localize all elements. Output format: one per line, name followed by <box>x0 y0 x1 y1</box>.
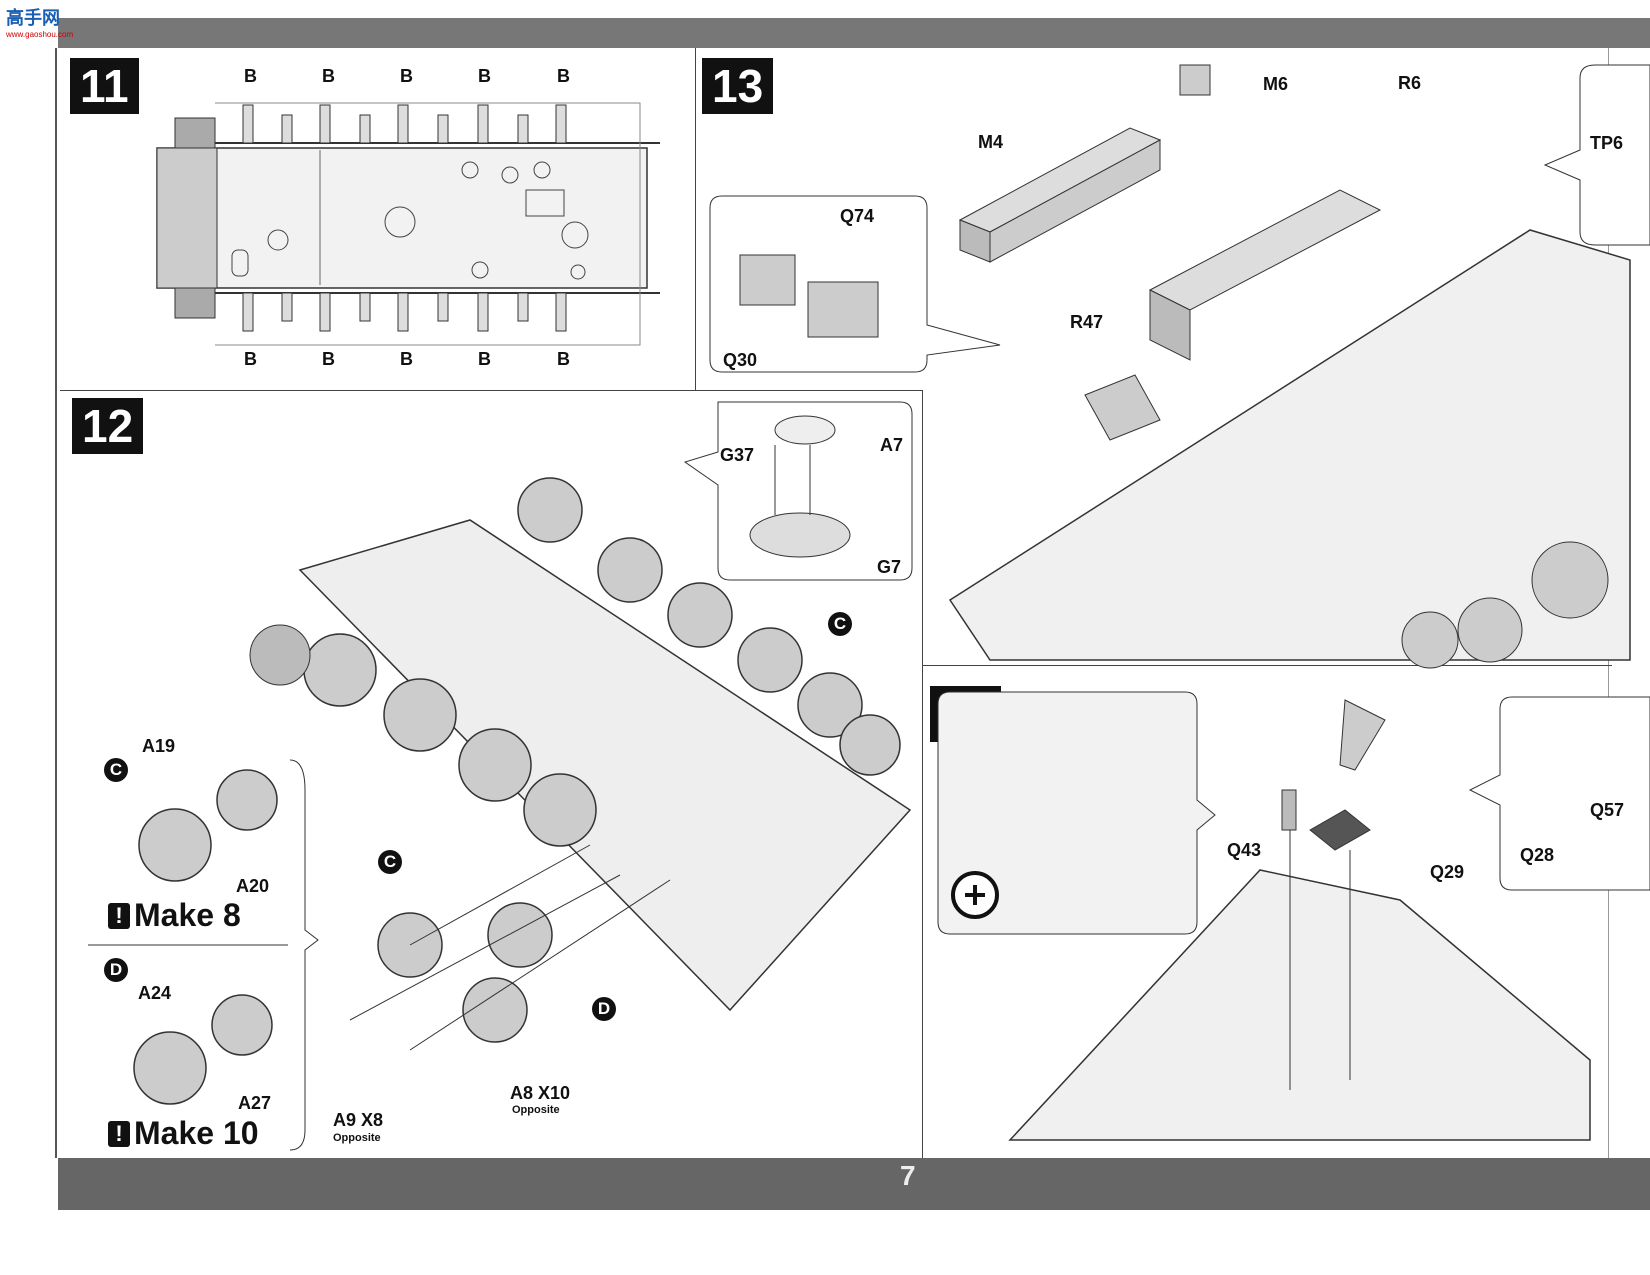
bottom-bar <box>58 1158 1650 1210</box>
step-11-bottom-label-4: B <box>478 349 491 369</box>
label-q74: Q74 <box>840 206 875 226</box>
top-bar <box>58 18 1650 48</box>
make-10-note: !Make 10 <box>108 1115 259 1152</box>
step-11-bottom-label-5: B <box>557 349 570 369</box>
make-8-note: !Make 8 <box>108 897 241 934</box>
label-a9-opposite: Opposite <box>333 1132 381 1144</box>
label-g37: G37 <box>720 445 755 465</box>
page-number: 7 <box>900 1160 916 1191</box>
label-q57: Q57 <box>1590 800 1625 820</box>
label-a24: A24 <box>138 983 172 1003</box>
marker-c-sub: C <box>104 758 128 782</box>
step-11-bottom-label-3: B <box>400 349 413 369</box>
marker-d-wheels: D <box>592 997 616 1021</box>
label-a8-opposite: Opposite <box>512 1104 560 1116</box>
step-12-number: 12 <box>72 398 144 454</box>
label-a19: A19 <box>142 736 176 756</box>
label-g7: G7 <box>877 557 902 577</box>
step-11-top-label-2: B <box>322 66 335 86</box>
marker-c-top: C <box>828 612 852 636</box>
label-tp6: TP6 <box>1590 133 1624 153</box>
step-11-top-label-5: B <box>557 66 570 86</box>
step-11-number: 11 <box>70 58 139 114</box>
label-a8: A8 X10 <box>510 1083 571 1103</box>
left-margin-line <box>55 48 57 1158</box>
step-11-bottom-label-1: B <box>244 349 257 369</box>
label-a7: A7 <box>880 435 904 455</box>
step-11-top-label-3: B <box>400 66 413 86</box>
label-q30: Q30 <box>723 350 758 370</box>
marker-c-bottom: C <box>378 850 402 874</box>
divider-11-12 <box>60 390 922 391</box>
label-r47: R47 <box>1070 312 1104 332</box>
label-q29: Q29 <box>1430 862 1465 882</box>
step-11-top-label-4: B <box>478 66 491 86</box>
marker-d-sub: D <box>104 958 128 982</box>
label-a20: A20 <box>236 876 270 896</box>
label-m6: M6 <box>1263 74 1289 94</box>
label-a27: A27 <box>238 1093 272 1113</box>
divider-12-14 <box>922 390 923 1158</box>
step-13-number: 13 <box>702 58 774 114</box>
step-11-bottom-label-2: B <box>322 349 335 369</box>
divider-11-13 <box>695 48 696 390</box>
label-a9: A9 X8 <box>333 1110 384 1130</box>
step-11-top-label-1: B <box>244 66 257 86</box>
label-r6: R6 <box>1398 73 1422 93</box>
label-m4: M4 <box>978 132 1004 152</box>
label-q43: Q43 <box>1227 840 1262 860</box>
label-q28: Q28 <box>1520 845 1555 865</box>
divider-13-14 <box>922 665 1612 666</box>
